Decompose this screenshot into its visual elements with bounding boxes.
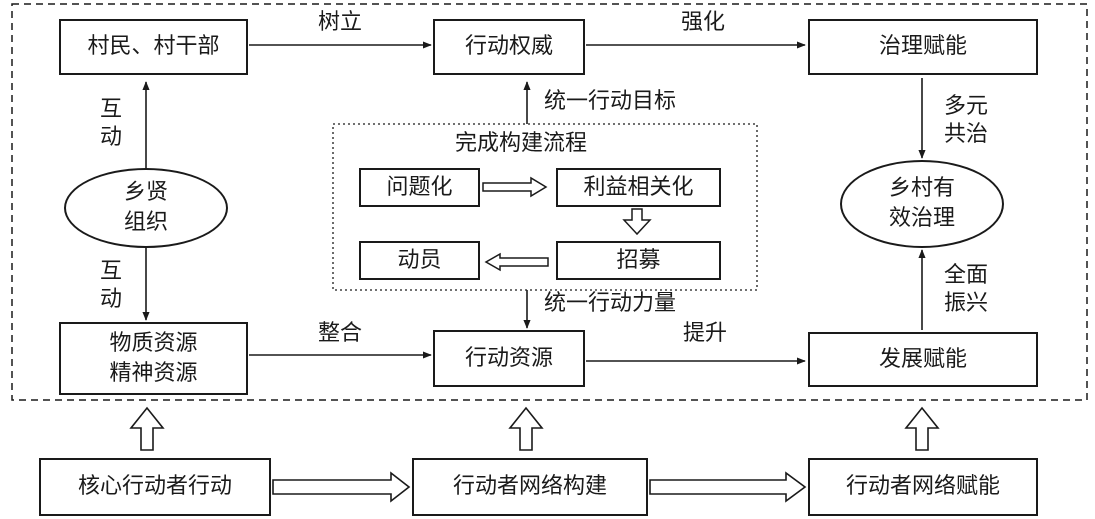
core-actor-box: 核心行动者行动 [39, 458, 271, 516]
revitalize-line2: 振兴 [944, 291, 989, 316]
strengthen-label: 强化 [681, 10, 726, 35]
hollow-up-arrow-right [904, 406, 940, 451]
resources-box: 物质资源 精神资源 [59, 322, 248, 395]
pluralistic-line1: 多元 [944, 94, 989, 119]
pluralistic-label: 多元 共治 [944, 93, 988, 149]
gentry-line1: 乡贤 [123, 180, 168, 205]
villagers-label: 村民、村干部 [87, 34, 220, 59]
network-empower-box: 行动者网络赋能 [808, 458, 1038, 516]
development-empowerment-box: 发展赋能 [808, 332, 1038, 387]
interact-label-bottom: 互 动 [100, 258, 122, 314]
hollow-right-arrow-1 [272, 471, 411, 503]
network-build-label: 行动者网络构建 [452, 474, 607, 499]
problematize-box: 问题化 [359, 168, 480, 207]
network-empower-label: 行动者网络赋能 [845, 474, 1000, 499]
integrate-label: 整合 [318, 321, 363, 346]
villagers-box: 村民、村干部 [59, 19, 248, 75]
interessement-box: 利益相关化 [556, 168, 721, 207]
rural-gentry-ellipse: 乡贤 组织 [64, 168, 228, 248]
hollow-up-arrow-center [508, 406, 544, 451]
interessement-label: 利益相关化 [583, 174, 694, 200]
rural-line2: 效治理 [888, 206, 955, 231]
unify-force-label: 统一行动力量 [544, 291, 677, 316]
network-build-box: 行动者网络构建 [412, 458, 648, 516]
outer-frame [11, 3, 1088, 401]
problematize-label: 问题化 [386, 174, 453, 200]
governance-empowerment-label: 治理赋能 [878, 34, 967, 59]
interact-bottom-char2: 动 [100, 287, 123, 312]
hollow-arrow-enrolment-to-mobilize [484, 252, 549, 272]
hollow-arrow-interessement-to-enrolment [622, 208, 652, 236]
action-resources-label: 行动资源 [464, 345, 553, 371]
interact-label-top: 互 动 [100, 96, 122, 152]
establish-label: 树立 [318, 10, 363, 35]
enrolment-box: 招募 [556, 241, 721, 280]
rural-governance-ellipse: 乡村有 效治理 [840, 160, 1004, 248]
hollow-right-arrow-2 [649, 471, 807, 503]
process-title: 完成构建流程 [455, 131, 588, 156]
governance-empowerment-box: 治理赋能 [808, 19, 1038, 75]
action-resources-box: 行动资源 [433, 330, 585, 387]
revitalize-line1: 全面 [944, 263, 989, 288]
resources-line2: 精神资源 [109, 360, 198, 386]
action-authority-label: 行动权威 [464, 34, 553, 59]
interact-top-char1: 互 [100, 97, 123, 122]
process-frame [332, 123, 758, 291]
rural-line1: 乡村有 [888, 176, 955, 201]
mobilize-box: 动员 [359, 241, 480, 280]
pluralistic-line2: 共治 [944, 122, 989, 147]
hollow-up-arrow-left [129, 406, 165, 451]
unify-goal-label: 统一行动目标 [544, 89, 677, 114]
interact-top-char2: 动 [100, 125, 123, 150]
action-authority-box: 行动权威 [433, 19, 585, 75]
resources-line1: 物质资源 [109, 330, 198, 356]
enrolment-label: 招募 [616, 247, 661, 273]
hollow-arrow-problematize-to-interessement [482, 176, 548, 198]
development-empowerment-label: 发展赋能 [878, 346, 967, 372]
mobilize-label: 动员 [397, 247, 442, 273]
core-actor-label: 核心行动者行动 [77, 474, 232, 499]
improve-label: 提升 [683, 321, 728, 346]
interact-bottom-char1: 互 [100, 259, 123, 284]
revitalize-label: 全面 振兴 [944, 262, 988, 318]
gentry-line2: 组织 [123, 210, 168, 235]
